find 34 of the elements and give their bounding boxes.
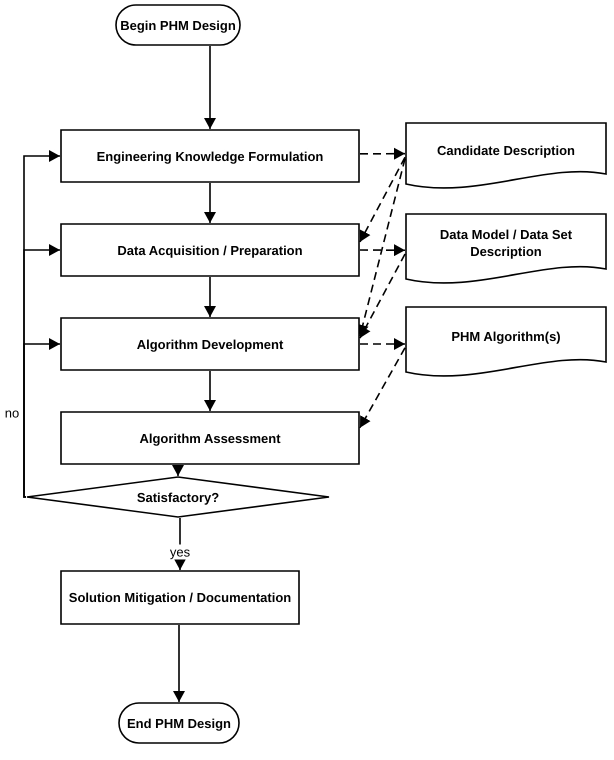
step-label: Data Acquisition / Preparation [117,242,303,258]
dashed-arrow [359,254,406,338]
dashed-arrow [360,338,405,350]
arrow [204,371,216,411]
step-label: End PHM Design [126,714,231,732]
arrow [172,465,184,476]
dashed-arrow [360,244,405,256]
step-label: PHM Algorithm(s) [451,328,561,344]
terminal-shape [118,702,240,744]
process-box [60,223,360,277]
process-box [60,317,360,371]
process-box [60,411,360,465]
arrow [204,183,216,223]
arrow [23,338,60,498]
process-box [60,570,300,625]
step-label: Candidate Description [437,142,575,158]
step-label: Algorithm Development [136,336,284,352]
arrow [174,518,186,570]
arrow [173,625,185,702]
arrow [204,277,216,317]
step-label: Engineering Knowledge Formulation [96,148,324,164]
step-label: Algorithm Assessment [139,430,281,446]
dashed-arrow [359,347,406,428]
step-label: Satisfactory? [136,488,220,506]
step-label: Begin PHM Design [120,16,236,34]
decision-diamond [26,476,330,518]
terminal-shape [115,4,241,46]
step-label: Solution Mitigation / Documentation [68,589,292,606]
arrow [204,46,216,129]
process-box [60,129,360,183]
edge-label: yes [168,544,192,560]
dashed-arrow [360,148,405,160]
dashed-arrow [359,156,406,242]
step-label: Data Model / Data Set Description [438,226,574,260]
